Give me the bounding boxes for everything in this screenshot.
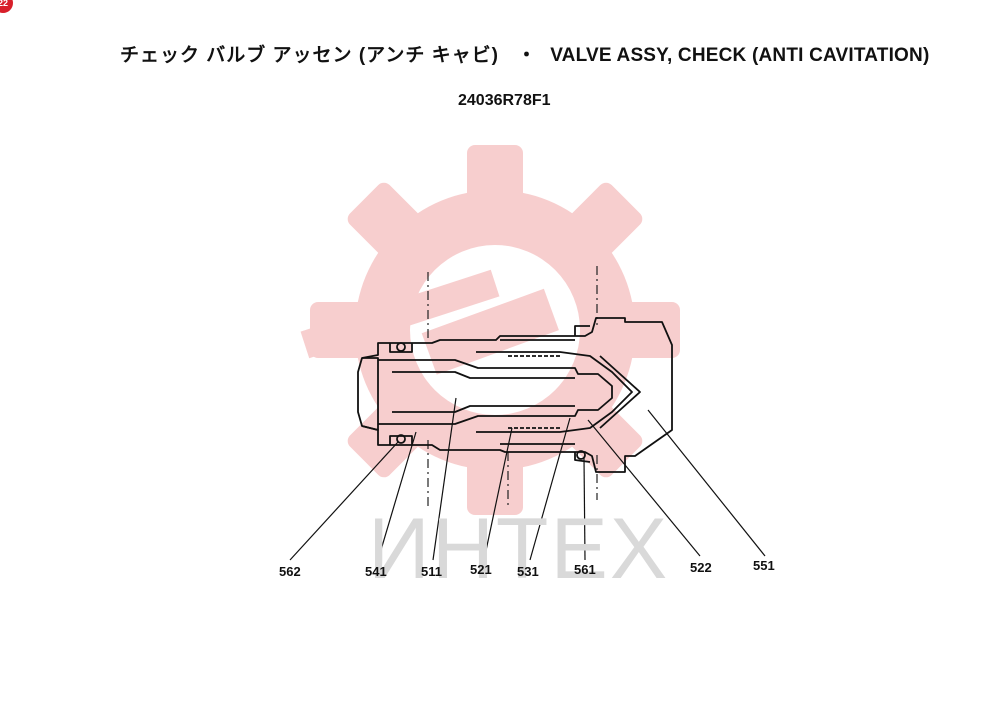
leader-lines (289, 397, 766, 561)
part-number: 24036R78F1 (458, 92, 551, 109)
title-japanese: チェック バルブ アッセン (アンチ キャビ) (120, 45, 500, 66)
title-english: VALVE ASSY, CHECK (ANTI CAVITATION) (550, 45, 930, 66)
callout-551: 551 (753, 558, 775, 573)
title-separator: ・ (517, 45, 537, 66)
watermark-gear-icon (300, 145, 680, 515)
callout-511: 511 (421, 564, 442, 579)
valve-body (357, 317, 673, 473)
page-title: チェック バルブ アッセン (アンチ キャビ) ・ VALVE ASSY, CHEC… (120, 40, 960, 67)
watermark-text: ИНТЕХ (368, 501, 670, 597)
callout-541: 541 (365, 564, 387, 579)
corner-badge: 22 (0, 0, 13, 13)
callout-531: 531 (517, 564, 539, 579)
o-rings (396, 342, 586, 460)
callout-522: 522 (690, 560, 712, 575)
callout-521: 521 (470, 562, 492, 577)
callout-561: 561 (574, 562, 596, 577)
center-lines (427, 266, 598, 508)
callout-562: 562 (279, 564, 301, 579)
